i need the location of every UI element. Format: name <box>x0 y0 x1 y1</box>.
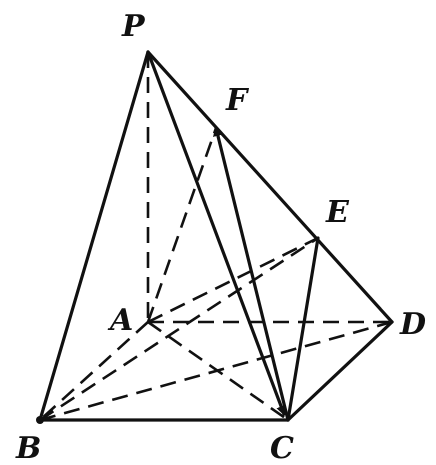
vector-CF <box>213 126 290 422</box>
segment-CE <box>286 236 320 422</box>
segment-AF <box>146 127 218 323</box>
label-D: D <box>399 307 426 342</box>
vertex-B-dot <box>36 416 44 424</box>
vector-PC <box>146 50 286 416</box>
label-A: A <box>107 303 133 338</box>
edge-PD <box>146 50 394 324</box>
segment-AE <box>147 236 319 324</box>
label-C: C <box>270 431 294 465</box>
label-P: P <box>121 9 146 44</box>
label-B: B <box>15 431 41 465</box>
label-E: E <box>325 195 350 230</box>
edge-PB <box>38 50 150 422</box>
label-F: F <box>225 83 250 118</box>
segment-BE <box>39 236 319 422</box>
segment-BD <box>39 320 393 422</box>
edge-CD <box>286 320 394 422</box>
